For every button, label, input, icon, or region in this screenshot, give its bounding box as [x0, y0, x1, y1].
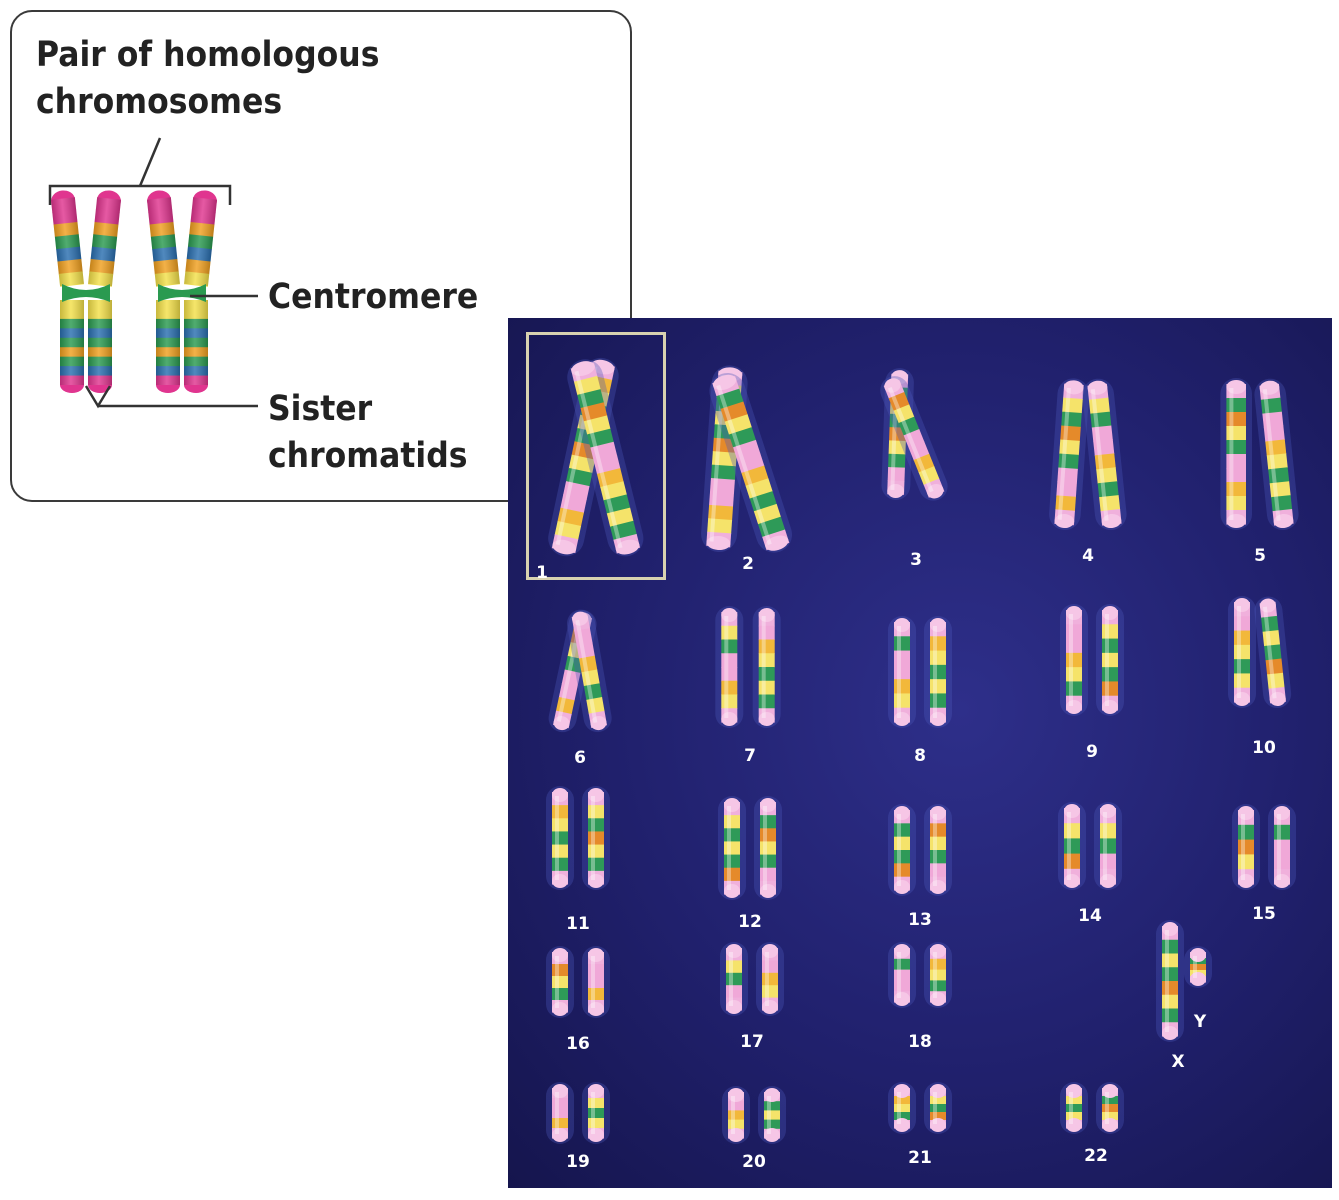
pair-pointer-line	[138, 137, 162, 187]
pair-number-11: 11	[566, 914, 590, 934]
pair-number-12: 12	[738, 912, 762, 932]
chromosome-9-b	[1096, 604, 1124, 716]
chromosome-4-b	[1082, 378, 1127, 531]
chromosome-11-a	[546, 786, 574, 890]
pair-number-3: 3	[910, 550, 922, 570]
pair-number-6: 6	[574, 748, 586, 768]
inset-chromatid	[184, 190, 218, 393]
inset-chromatid	[50, 190, 84, 393]
chromosome-13-b	[924, 804, 952, 896]
chromosome-5-b	[1254, 378, 1299, 531]
chromosome-13-a	[888, 804, 916, 896]
chromosome-2-b	[709, 372, 793, 553]
sister-label-line1: Sister	[268, 389, 373, 429]
centromere-label: Centromere	[268, 277, 479, 317]
chromosome-8-a	[888, 616, 916, 728]
inset-illustration	[48, 137, 258, 409]
chromosome-8-b	[924, 616, 952, 728]
pair-number-15: 15	[1252, 904, 1276, 924]
pair-number-1: 1	[536, 563, 548, 583]
chromosome-12-a	[718, 796, 746, 900]
inset-centromere	[62, 284, 110, 302]
pair-number-7: 7	[744, 746, 756, 766]
pair-number-13: 13	[908, 910, 932, 930]
pair-1-highlight-box	[526, 332, 666, 580]
pair-of-homologous-label: Pair of homologous chromosomes	[36, 32, 379, 126]
pair-number-16: 16	[566, 1034, 590, 1054]
chromosome-5-a	[1220, 378, 1252, 530]
chromosome-21-b	[924, 1082, 952, 1134]
chromosome-19-b	[582, 1082, 610, 1144]
chromosome-12-b	[754, 796, 782, 900]
inset-chromatid	[146, 190, 180, 393]
inset-chromatid	[88, 190, 122, 393]
chromosome-9-a	[1060, 604, 1088, 716]
chromosome-15-b	[1268, 804, 1296, 890]
chromosome-17-a	[720, 942, 748, 1016]
chromosome-18-b	[924, 942, 952, 1008]
chromosome-21-a	[888, 1082, 916, 1134]
chromosome-20-b	[758, 1086, 786, 1144]
pair-label-line2: chromosomes	[36, 82, 283, 122]
sex-chromosome-y-label: Y	[1193, 1012, 1207, 1032]
inset-centromere	[158, 284, 206, 302]
sister-chromatids-label: Sister chromatids	[268, 386, 468, 480]
chromosome-16-b	[582, 946, 610, 1018]
chromosome-11-b	[582, 786, 610, 890]
chromosome-14-b	[1094, 802, 1122, 890]
pair-number-14: 14	[1078, 906, 1102, 926]
chromosome-14-a	[1058, 802, 1086, 890]
chromosome-17-b	[756, 942, 784, 1016]
pair-number-9: 9	[1086, 742, 1098, 762]
pair-number-8: 8	[914, 746, 926, 766]
chromosome-y	[1184, 946, 1212, 988]
chromosome-3-b	[880, 376, 948, 501]
chromosome-10-b	[1254, 596, 1292, 709]
chromosome-16-a	[546, 946, 574, 1018]
pair-number-10: 10	[1252, 738, 1276, 758]
chromosome-20-a	[722, 1086, 750, 1144]
pair-number-5: 5	[1254, 546, 1266, 566]
pair-number-21: 21	[908, 1148, 932, 1168]
pair-number-4: 4	[1082, 546, 1094, 566]
chromosome-22-a	[1060, 1082, 1088, 1134]
chromosome-15-a	[1232, 804, 1260, 890]
pair-number-17: 17	[740, 1032, 764, 1052]
chromosome-7-a	[715, 606, 744, 728]
pair-number-22: 22	[1084, 1146, 1108, 1166]
chromosome-22-b	[1096, 1082, 1124, 1134]
chromosome-10-a	[1228, 596, 1256, 708]
chromosome-19-a	[546, 1082, 574, 1144]
chromosome-7-b	[752, 606, 781, 728]
karyotype-chromosomes	[546, 357, 1299, 1144]
chromosome-x	[1156, 920, 1184, 1042]
pair-number-19: 19	[566, 1152, 590, 1172]
sister-label-line2: chromatids	[268, 436, 468, 476]
pair-label-line1: Pair of homologous	[36, 35, 380, 75]
chromosome-4-a	[1049, 378, 1090, 531]
pair-number-20: 20	[742, 1152, 766, 1172]
sex-chromosome-x-label: X	[1171, 1052, 1185, 1072]
pair-number-2: 2	[742, 554, 754, 574]
chromosome-1-b	[567, 359, 644, 557]
chromosome-6-b	[566, 609, 612, 733]
chromosome-18-a	[888, 942, 916, 1008]
pair-number-18: 18	[908, 1032, 932, 1052]
sister-pointer-lines	[84, 385, 258, 409]
